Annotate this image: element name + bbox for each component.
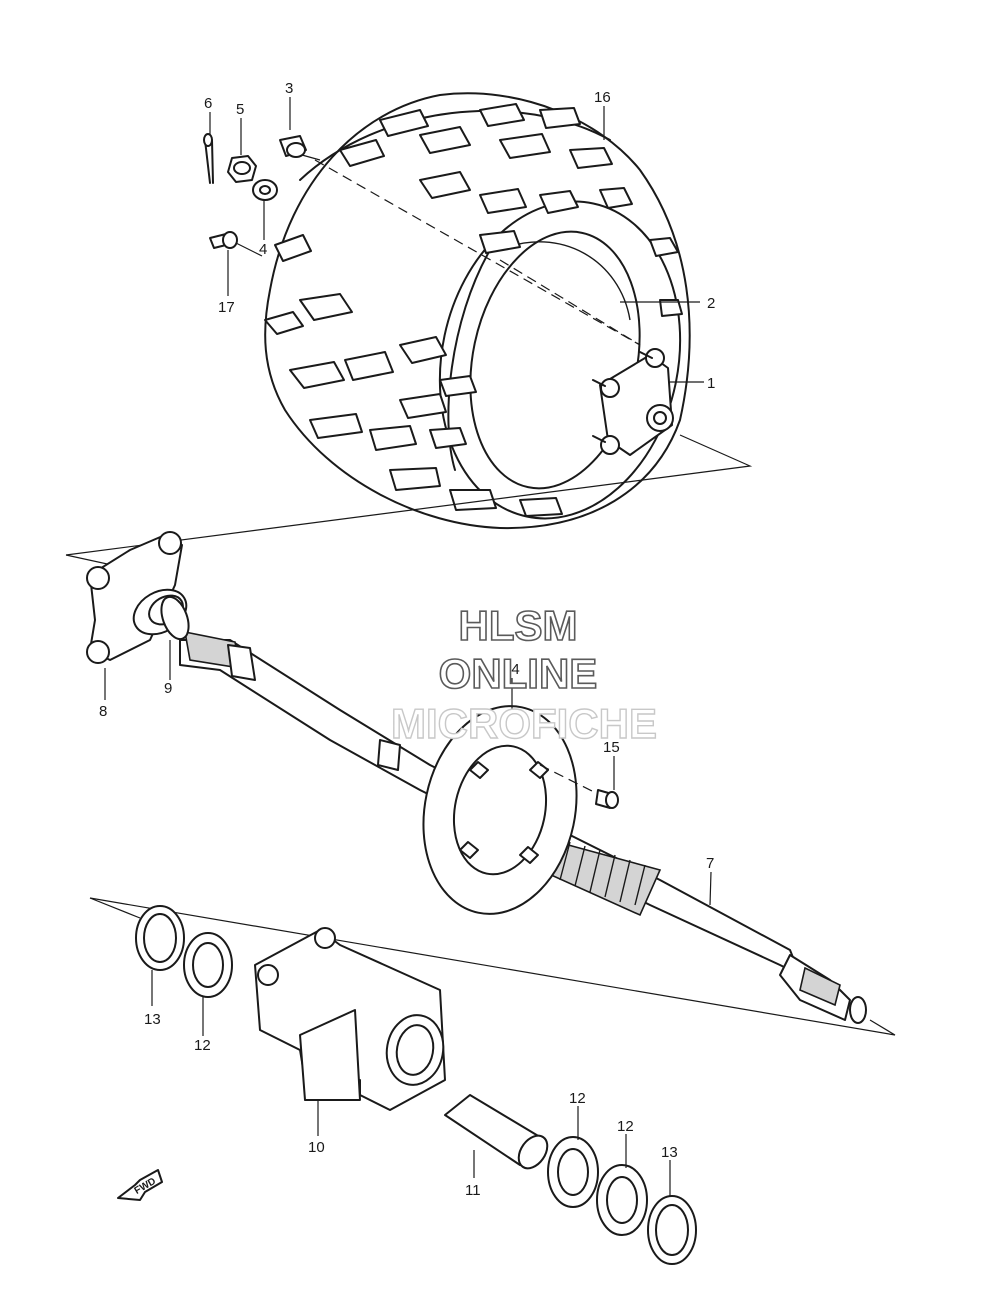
callout-1: 1: [707, 375, 715, 392]
callout-17: 17: [218, 299, 235, 316]
cotter-pin: [203, 133, 214, 184]
tread-lugs: [264, 103, 683, 517]
callout-5: 5: [236, 101, 244, 118]
tire-assembly: [264, 92, 691, 530]
callout-12-left: 12: [194, 1037, 211, 1054]
callout-12-right-b: 12: [617, 1118, 634, 1135]
callout-10: 10: [308, 1139, 325, 1156]
callout-13-left: 13: [144, 1011, 161, 1028]
assembly-outline-bottom-2: [89, 897, 141, 919]
cap-nut: [279, 135, 321, 161]
callout-12-right-a: 12: [569, 1090, 586, 1107]
washer: [252, 179, 278, 201]
callout-9: 9: [164, 680, 172, 697]
oil-seal-13-left: [135, 905, 185, 971]
axle-hub: [86, 531, 188, 664]
watermark-line-1: HLSM: [459, 602, 578, 649]
watermark: HLSM ONLINE MICROFICHE: [390, 601, 657, 748]
wheel-hub: [592, 348, 674, 456]
leader-lines: [104, 97, 712, 1196]
callout-15: 15: [603, 739, 620, 756]
bearing-12-right-b: [596, 1164, 648, 1236]
callout-16: 16: [594, 89, 611, 106]
castle-nut: [227, 155, 257, 183]
callout-14: 14: [503, 661, 520, 678]
seal-9: [160, 595, 190, 641]
bearing-12-left: [183, 932, 233, 998]
bearing-12-right-a: [547, 1136, 599, 1208]
fwd-label: FWD: [133, 1176, 158, 1197]
watermark-line-3: MICROFICHE: [391, 700, 657, 747]
disc-bolt: [539, 764, 619, 809]
callout-labels: 6 5 3 4 17 16 2 1 8 9 14 15 7 13 12 10 1…: [99, 80, 715, 1199]
valve-stem: [209, 231, 263, 257]
axle-carrier: [254, 927, 446, 1111]
fwd-arrow-icon: FWD: [117, 1169, 163, 1201]
assembly-outline-bottom: [89, 897, 896, 1036]
callout-6: 6: [204, 95, 212, 112]
callout-3: 3: [285, 80, 293, 97]
callout-11: 11: [465, 1182, 481, 1199]
spacer-tube: [444, 1094, 549, 1170]
callout-4: 4: [259, 241, 267, 258]
callout-8: 8: [99, 703, 107, 720]
callout-2: 2: [707, 295, 715, 312]
callout-13-right: 13: [661, 1144, 678, 1161]
callout-7: 7: [706, 855, 714, 872]
watermark-line-2: ONLINE: [439, 650, 598, 697]
assembly-outline-top: [65, 434, 753, 556]
oil-seal-13-right: [647, 1195, 697, 1265]
brake-disc: [422, 705, 578, 915]
